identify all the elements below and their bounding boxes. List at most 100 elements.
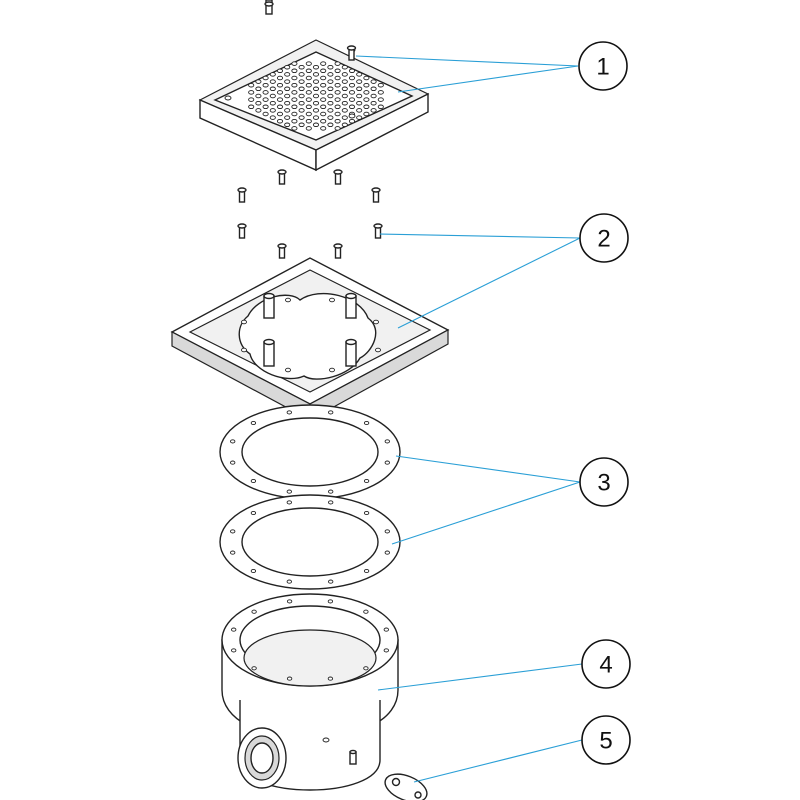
grate-hole <box>377 104 384 110</box>
grate-perforations <box>248 61 384 131</box>
grate-hole <box>305 126 312 131</box>
bolt-hole <box>384 460 390 465</box>
callout-4-label: 4 <box>599 652 612 679</box>
grate-hole <box>284 86 291 92</box>
grate-hole <box>341 122 348 128</box>
grate-hole <box>377 90 384 95</box>
grate-hole <box>356 93 363 99</box>
grate-hole <box>363 111 370 117</box>
grate-hole <box>327 122 334 128</box>
grate-hole <box>312 122 320 128</box>
grate-hole <box>334 90 341 95</box>
screw-head <box>277 169 287 175</box>
grate-hole <box>284 72 291 77</box>
screw-head <box>333 243 343 249</box>
grate-hole <box>298 79 305 84</box>
grate-hole <box>312 93 320 99</box>
bolt-hole <box>250 478 257 484</box>
grate-hole <box>284 122 291 128</box>
grate-hole <box>291 61 298 66</box>
grate-hole <box>284 108 291 113</box>
bolt-hole <box>286 579 292 584</box>
grate-hole <box>334 75 341 81</box>
bolt-hole <box>328 500 334 505</box>
grate-hole <box>269 79 276 84</box>
grate-hole <box>284 64 291 70</box>
grate-hole <box>363 97 370 102</box>
grate-hole <box>248 82 255 88</box>
grate-hole <box>334 61 341 66</box>
bolt-hole <box>363 478 370 484</box>
grate-hole <box>341 115 348 120</box>
grate-hole <box>320 82 327 88</box>
grate-hole <box>291 90 298 95</box>
screw-head <box>371 187 381 193</box>
grate-hole <box>298 93 305 99</box>
grate-hole <box>291 126 298 131</box>
grate-hole <box>341 64 348 70</box>
bolt-hole <box>286 489 292 494</box>
grate-hole <box>248 97 255 102</box>
callout-1-label: 1 <box>596 54 609 81</box>
grate-hole <box>327 108 334 113</box>
grate-hole <box>348 68 356 74</box>
grate-hole <box>320 68 327 74</box>
grate-hole <box>356 86 363 92</box>
grate-hole <box>370 79 377 84</box>
grate-hole <box>269 72 276 77</box>
grate-hole <box>370 86 377 92</box>
grate-hole <box>356 72 363 77</box>
grate-hole <box>341 93 348 99</box>
callout-5: 5 <box>581 715 631 765</box>
part-3-gasket-lower <box>219 494 401 590</box>
grate-hole <box>305 75 312 81</box>
grate-hole <box>298 86 305 92</box>
bolt-hole <box>383 627 389 632</box>
bolt-hole <box>384 550 390 555</box>
grate-hole <box>276 104 284 110</box>
callout-4: 4 <box>581 639 631 689</box>
bolt-hole <box>327 599 334 604</box>
part-1-grate-cover <box>198 39 430 172</box>
bolt-hole <box>328 489 334 494</box>
grate-hole <box>341 108 348 113</box>
grate-hole <box>348 75 356 81</box>
callout-3-label: 3 <box>597 470 610 497</box>
side-outlet <box>237 727 287 789</box>
grate-hole <box>312 64 320 70</box>
grate-hole <box>320 118 327 124</box>
grate-hole <box>363 82 370 88</box>
leader-lines <box>355 55 583 783</box>
callout-2: 2 <box>579 213 629 263</box>
bolt-hole <box>231 627 237 632</box>
grate-hole <box>305 82 312 88</box>
frame-posts <box>263 292 357 367</box>
grate-hole <box>284 79 291 84</box>
grate-hole <box>320 75 327 81</box>
grate-hole <box>276 97 284 102</box>
grate-hole <box>327 72 334 77</box>
grate-hole <box>262 97 269 102</box>
grate-hole <box>276 111 284 117</box>
bolt-hole <box>384 439 390 444</box>
grate-hole <box>269 86 276 92</box>
grate-hole <box>269 100 276 106</box>
grate-hole <box>320 90 327 95</box>
bolt-hole <box>286 410 292 415</box>
bolt-hole <box>363 420 370 426</box>
grate-hole <box>341 100 348 106</box>
part-2-frame-plate <box>170 257 450 422</box>
grate-hole <box>291 97 298 102</box>
top-screw <box>264 0 274 15</box>
grate-hole <box>276 118 284 124</box>
grate-hole <box>269 115 276 120</box>
grate-hole <box>312 100 320 106</box>
bolt-hole <box>230 439 236 444</box>
grate-hole <box>348 104 356 110</box>
grate-hole <box>298 122 305 128</box>
screw-head <box>277 243 287 249</box>
grate-hole <box>305 104 312 110</box>
grate-hole <box>305 111 312 117</box>
grate-hole <box>305 61 312 66</box>
part-4-drain-body <box>221 593 399 791</box>
